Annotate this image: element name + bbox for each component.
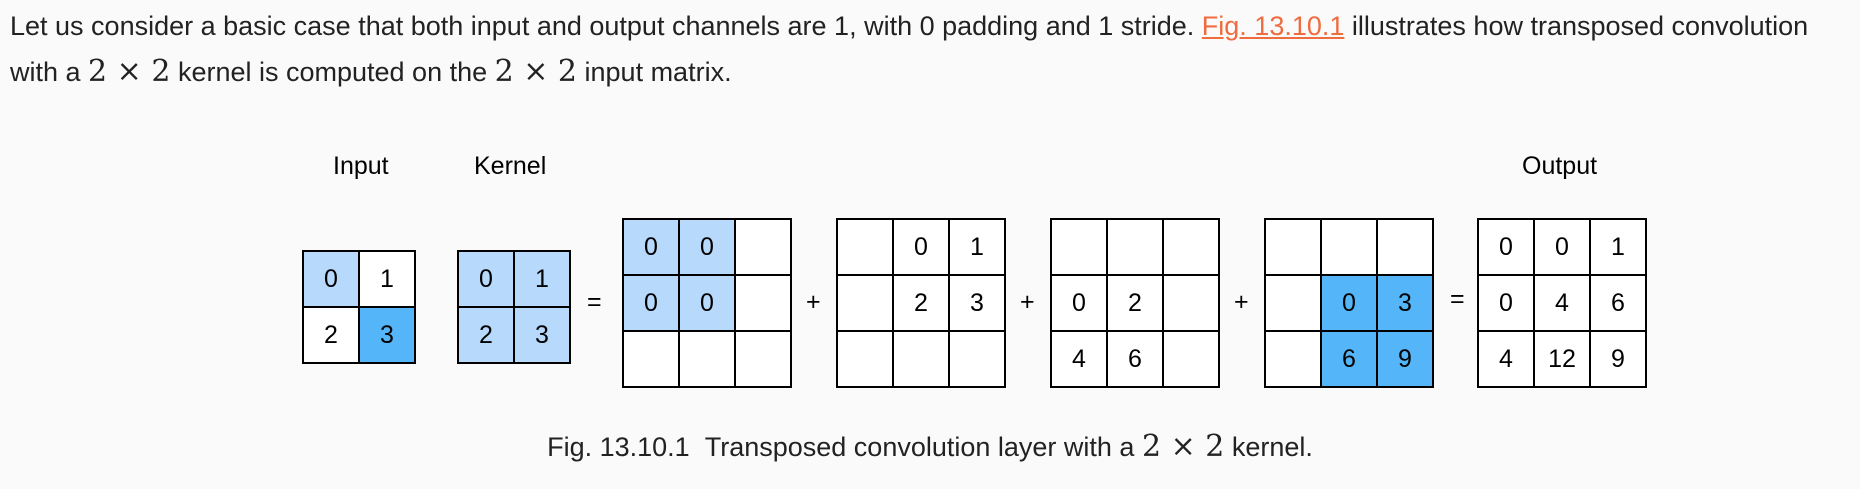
paragraph-text-4: input matrix. [577,57,732,87]
matrix-cell: 6 [1321,331,1377,387]
matrix-cell [1163,275,1219,331]
input-label: Input [333,152,389,180]
matrix-cell [1107,219,1163,275]
matrix-cell: 3 [949,275,1005,331]
matrix-cell: 2 [458,307,514,363]
matrix-cell: 9 [1590,331,1646,387]
paragraph-text-2: illustrates how transposed convolution w… [10,11,1809,87]
matrix-cell [837,331,893,387]
caption-text-end: kernel. [1224,432,1313,462]
equals-operator-1: = [587,288,602,316]
matrix-cell: 0 [1534,219,1590,275]
matrix-cell: 3 [359,307,415,363]
matrix-cell: 2 [893,275,949,331]
plus-operator-3: + [1234,288,1249,316]
matrix-cell [679,331,735,387]
caption-text: Transposed convolution layer with a [704,432,1142,462]
matrix-cell [1163,219,1219,275]
matrix-cell: 2 [1107,275,1163,331]
matrix-cell [735,275,791,331]
matrix-cell [837,275,893,331]
matrix-cell: 4 [1051,331,1107,387]
matrix-cell [1321,219,1377,275]
kernel-label: Kernel [474,152,547,180]
paragraph-text-1: Let us consider a basic case that both i… [10,11,1202,41]
matrix-cell [1051,219,1107,275]
matrix-cell: 3 [1377,275,1433,331]
matrix-cell: 1 [949,219,1005,275]
math-input-size: 2 × 2 [494,54,578,89]
matrix-cell [735,331,791,387]
matrix-cell: 3 [514,307,570,363]
matrix-cell [1265,331,1321,387]
matrix-cell [837,219,893,275]
body-paragraph: Let us consider a basic case that both i… [10,4,1855,95]
matrix-cell: 0 [679,275,735,331]
matrix-cell [1265,219,1321,275]
matrix-cell: 6 [1590,275,1646,331]
caption-label: Fig. 13.10.1 [547,432,690,462]
figure-link[interactable]: Fig. 13.10.1 [1201,11,1345,41]
matrix-cell: 0 [1051,275,1107,331]
figure-caption: Fig. 13.10.1 Transposed convolution laye… [0,427,1860,467]
math-kernel-size: 2 × 2 [88,54,171,89]
matrix-cell: 1 [1590,219,1646,275]
plus-operator-1: + [806,288,821,316]
matrix-cell: 0 [623,275,679,331]
matrix-cell [893,331,949,387]
matrix-cell: 0 [1321,275,1377,331]
matrix-cell [1377,219,1433,275]
matrix-cell: 1 [359,251,415,307]
paragraph-text-3: kernel is computed on the [170,57,495,87]
matrix-cell [1163,331,1219,387]
matrix-cell: 0 [1478,219,1534,275]
matrix-cell [623,331,679,387]
matrix-cell: 0 [893,219,949,275]
matrix-cell: 0 [1478,275,1534,331]
matrix-cell: 9 [1377,331,1433,387]
matrix-cell [949,331,1005,387]
matrix-cell: 6 [1107,331,1163,387]
matrix-cell: 0 [679,219,735,275]
matrix-cell [1265,275,1321,331]
matrix-cell: 1 [514,251,570,307]
matrix-cell: 4 [1478,331,1534,387]
equals-operator-2: = [1450,285,1465,313]
matrix-cell: 2 [303,307,359,363]
matrix-cell [735,219,791,275]
matrix-cell: 0 [458,251,514,307]
matrix-cell: 4 [1534,275,1590,331]
matrix-cell: 12 [1534,331,1590,387]
caption-math: 2 × 2 [1141,429,1225,464]
plus-operator-2: + [1020,288,1035,316]
matrix-cell: 0 [623,219,679,275]
output-label: Output [1522,152,1598,180]
matrix-cell: 0 [303,251,359,307]
